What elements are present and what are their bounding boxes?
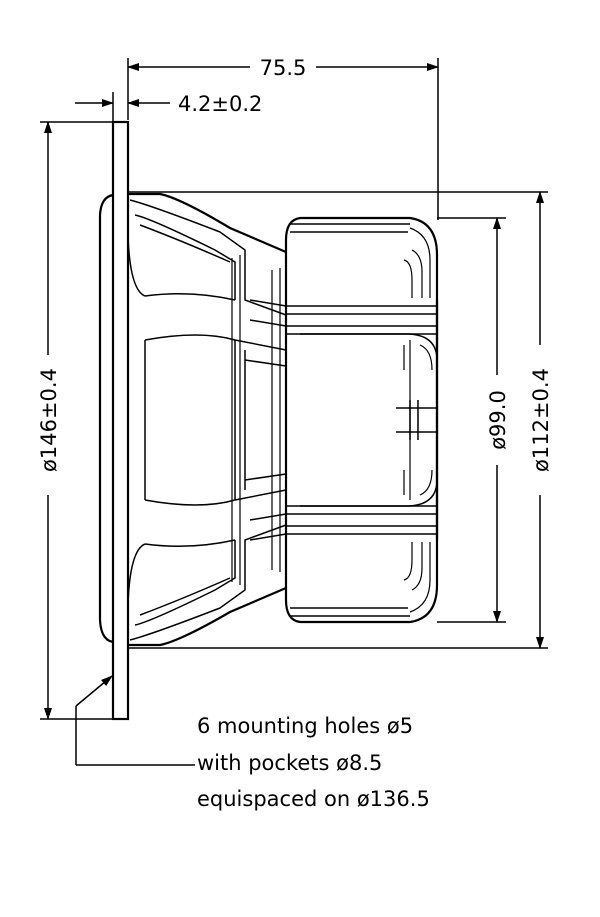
dim-frame-diameter-label: ø146±0.4 — [37, 368, 61, 472]
mounting-note-line2: with pockets ø8.5 — [197, 751, 382, 775]
cone-surround — [98, 193, 114, 644]
basket-outline — [128, 192, 287, 647]
basket-spoke-bottom — [244, 473, 287, 541]
dim-flange-thickness-label: 4.2±0.2 — [178, 92, 262, 116]
dim-magnet-diameter-label: ø99.0 — [486, 390, 510, 450]
dim-flange-thickness: 4.2±0.2 — [75, 92, 262, 122]
mounting-note: 6 mounting holes ø5 with pockets ø8.5 eq… — [197, 714, 430, 811]
top-plate — [286, 223, 437, 335]
magnet-assembly — [284, 216, 439, 624]
mounting-note-line1: 6 mounting holes ø5 — [197, 714, 413, 738]
bottom-plate — [286, 505, 437, 617]
mounting-note-line3: equispaced on ø136.5 — [197, 787, 430, 811]
mounting-hole-leader — [75, 675, 195, 766]
magnet-cap-top — [300, 333, 438, 361]
mounting-flange — [111, 120, 130, 721]
cone-middle — [127, 334, 287, 506]
dim-cutout-diameter-label: ø112±0.4 — [529, 368, 553, 472]
basket-lower-spokes — [127, 524, 287, 641]
vent-terminal — [396, 400, 437, 440]
cone-inner-lines — [231, 255, 281, 585]
basket-spoke-top — [244, 299, 287, 367]
dim-overall-depth: 75.5 — [127, 56, 439, 220]
dim-overall-depth-label: 75.5 — [260, 56, 307, 80]
magnet-cap-bottom — [300, 479, 438, 507]
basket-upper-spokes — [127, 199, 287, 316]
speaker-body — [98, 120, 439, 721]
dim-frame-diameter: ø146±0.4 — [37, 121, 113, 720]
dim-magnet-diameter: ø99.0 — [437, 217, 510, 623]
dim-cutout-diameter: ø112±0.4 — [128, 191, 553, 649]
